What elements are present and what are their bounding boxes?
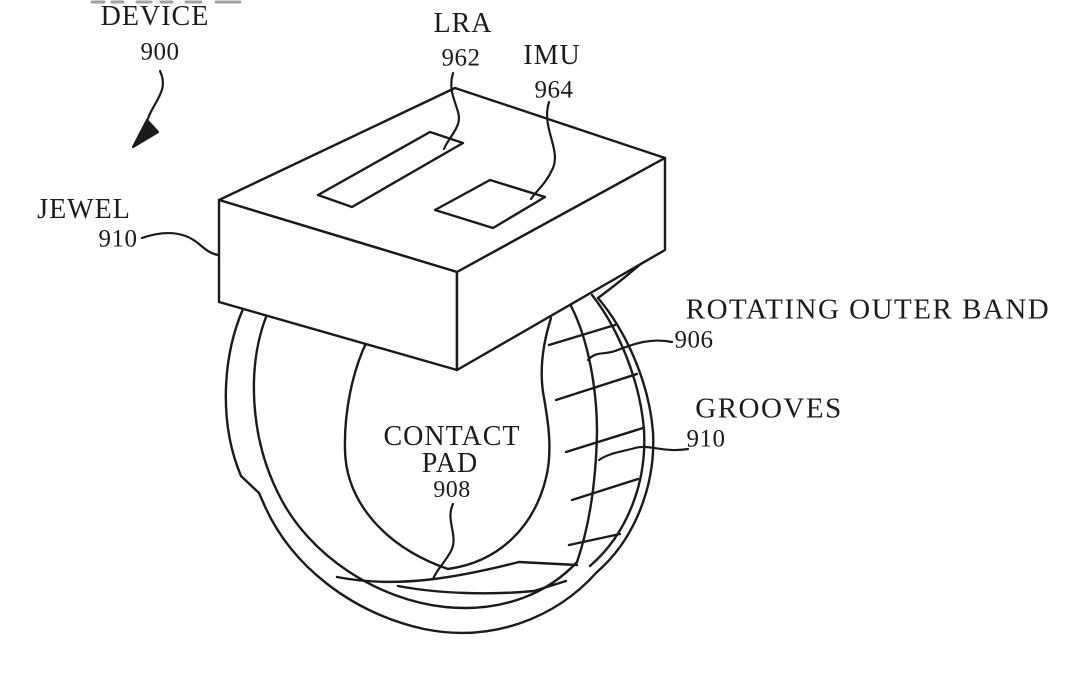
- groove-lines: [547, 323, 645, 547]
- contact-pad-edge-lower: [396, 579, 568, 595]
- imu-leader: [529, 100, 556, 201]
- grooves-leader: [597, 445, 690, 462]
- jewel-right-face: [455, 156, 667, 372]
- jewel-label: JEWEL: [37, 194, 131, 225]
- imu-chip: [433, 178, 547, 230]
- leader-lines: [131, 69, 690, 581]
- groove-line-2: [554, 372, 639, 402]
- lra-ref: 962: [441, 44, 481, 72]
- outer-band-rim-outer: [595, 296, 655, 574]
- contact-pad-label-line2: PAD: [421, 448, 479, 479]
- jewel-box: [217, 86, 667, 372]
- device-arrowhead: [131, 118, 160, 149]
- device-ref: 900: [140, 38, 180, 66]
- contact-pad-label-line1: CONTACT: [383, 421, 521, 452]
- imu-ref: 964: [534, 76, 574, 104]
- groove-line-3: [564, 426, 645, 454]
- outer-band-rim-inner: [588, 293, 646, 568]
- ring-band: [224, 252, 655, 635]
- outer-band-silhouette: [224, 307, 599, 635]
- ring-hole-edge: [343, 316, 553, 571]
- groove-line-5: [567, 532, 622, 547]
- grooves-label: GROOVES: [695, 392, 843, 425]
- lra-label: LRA: [433, 8, 493, 39]
- lra-leader: [442, 71, 461, 151]
- jewel-leader: [140, 231, 220, 257]
- groove-line-4: [570, 477, 640, 502]
- rotating-outer-band-ref: 906: [674, 326, 714, 354]
- grooves-ref: 910: [686, 425, 726, 453]
- jewel-ref: 910: [98, 225, 138, 253]
- contact-pad-ref: 908: [433, 477, 471, 503]
- imu-label: IMU: [523, 40, 581, 71]
- inner-band-front-edge: [252, 315, 579, 610]
- groove-line-1: [547, 323, 617, 347]
- device-arrow-stem: [144, 69, 165, 126]
- contact-pad-edge-upper: [335, 560, 579, 584]
- rotating-outer-band-label: ROTATING OUTER BAND: [685, 293, 1051, 326]
- contact-pad-leader: [431, 502, 455, 581]
- device-label: DEVICE: [100, 1, 210, 32]
- inner-band-front-edge-right: [569, 304, 599, 564]
- lra-slot: [316, 130, 465, 209]
- rotating-outer-band-leader: [586, 339, 674, 362]
